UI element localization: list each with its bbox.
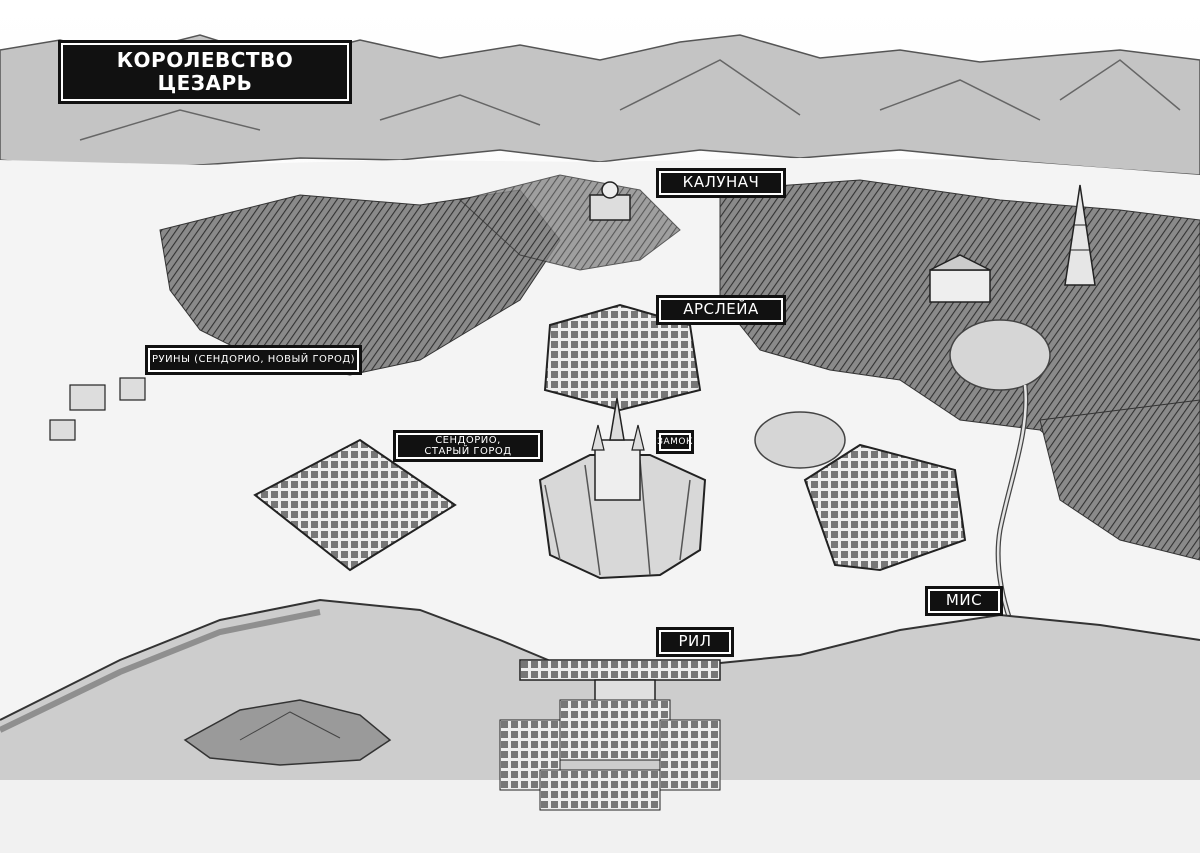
ruins-structures: [49, 377, 146, 441]
city-arsleya: [543, 303, 702, 412]
arsleya-label: АРСЛЕЙА: [656, 295, 786, 325]
forest-north-west: [159, 189, 561, 376]
port-town-ril: [499, 659, 721, 811]
kingdom-title-line2: ЦЕЗАРЬ: [157, 71, 253, 95]
castle-building: [591, 397, 645, 501]
lake-east: [949, 319, 1051, 391]
kalunach-settlement: [589, 181, 631, 221]
east-tower: [1064, 184, 1096, 286]
lake-center: [754, 411, 846, 469]
east-temple: [929, 254, 991, 303]
ril-label: РИЛ: [656, 627, 734, 657]
city-east: [803, 443, 967, 572]
kalunach-label: КАЛУНАЧ: [656, 168, 786, 198]
sendorio-old-label: СЕНДОРИО, СТАРЫЙ ГОРОД: [393, 430, 543, 462]
castle-label: ЗАМОК: [656, 430, 694, 454]
island: [183, 699, 392, 766]
city-sendorio-old: [253, 438, 457, 572]
kingdom-title-label: КОРОЛЕВСТВО ЦЕЗАРЬ: [58, 40, 352, 104]
kingdom-title-line1: КОРОЛЕВСТВО: [116, 48, 294, 72]
forest-far-east: [1039, 399, 1200, 561]
ruins-label: РУИНЫ (СЕНДОРИО, НОВЫЙ ГОРОД): [145, 345, 362, 375]
mis-label: МИС: [925, 586, 1003, 616]
